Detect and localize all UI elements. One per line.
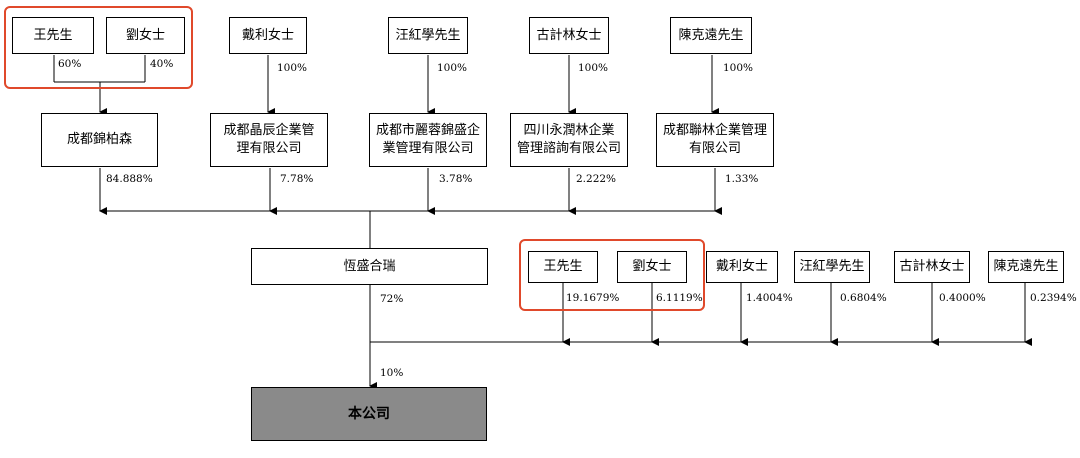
entity-box-lirong: 成都市麗蓉錦盛企 業管理有限公司 <box>369 113 487 167</box>
pct-hengsheng-to-company: 72% <box>380 293 404 305</box>
pct-jinbaisen-to-hengsheng: 84.888% <box>106 173 153 185</box>
person-box-chen-keyuan-2: 陳克遠先生 <box>988 251 1064 283</box>
person-box-liu-2: 劉女士 <box>617 251 687 283</box>
highlight-second-pair <box>519 239 705 311</box>
pct-wang-to-jinbaisen: 60% <box>58 58 82 70</box>
pct-chen-keyuan-2: 0.2394% <box>1030 292 1077 304</box>
person-box-dai: 戴利女士 <box>229 17 307 54</box>
pct-lianlin-to-hengsheng: 1.33% <box>725 173 759 185</box>
pct-dai-2: 1.4004% <box>746 292 793 304</box>
entity-box-lianlin: 成都聯林企業管理 有限公司 <box>656 113 774 167</box>
pct-chen-keyuan-to-lianlin: 100% <box>723 62 754 74</box>
pct-liu-to-jinbaisen: 40% <box>150 58 174 70</box>
person-box-wang: 王先生 <box>12 17 94 54</box>
person-box-chen-keyuan: 陳克遠先生 <box>670 17 752 54</box>
person-box-gu-xulin-2: 古計林女士 <box>894 251 970 283</box>
pct-yongrunlin-to-hengsheng: 2.222% <box>576 173 617 185</box>
entity-box-jingchen: 成都晶辰企業管 理有限公司 <box>210 113 328 167</box>
person-box-liu: 劉女士 <box>106 17 185 54</box>
person-box-gu-xulin: 古計林女士 <box>529 17 609 54</box>
person-box-wang-2: 王先生 <box>528 251 598 283</box>
pct-wang-hongxue-2: 0.6804% <box>840 292 887 304</box>
entity-box-hengsheng: 恆盛合瑞 <box>251 248 488 285</box>
pct-jingchen-to-hengsheng: 7.78% <box>280 173 314 185</box>
pct-lirong-to-hengsheng: 3.78% <box>439 173 473 185</box>
pct-individuals-to-company: 10% <box>380 367 404 379</box>
person-box-wang-hongxue-2: 汪紅學先生 <box>794 251 870 283</box>
pct-liu-2: 6.1119% <box>656 292 703 304</box>
person-box-dai-2: 戴利女士 <box>706 251 778 283</box>
company-box: 本公司 <box>251 387 487 441</box>
pct-dai-to-jingchen: 100% <box>277 62 308 74</box>
pct-gu-xulin-to-yongrunlin: 100% <box>578 62 609 74</box>
pct-gu-xulin-2: 0.4000% <box>939 292 986 304</box>
person-box-wang-hongxue: 汪紅學先生 <box>388 17 468 54</box>
pct-wang-hongxue-to-lirong: 100% <box>437 62 468 74</box>
entity-box-yongrunlin: 四川永潤林企業 管理諮詢有限公司 <box>510 113 628 167</box>
highlight-top-pair <box>4 6 193 89</box>
entity-box-jinbaisen: 成都錦柏森 <box>41 113 158 167</box>
pct-wang-2: 19.1679% <box>566 292 620 304</box>
